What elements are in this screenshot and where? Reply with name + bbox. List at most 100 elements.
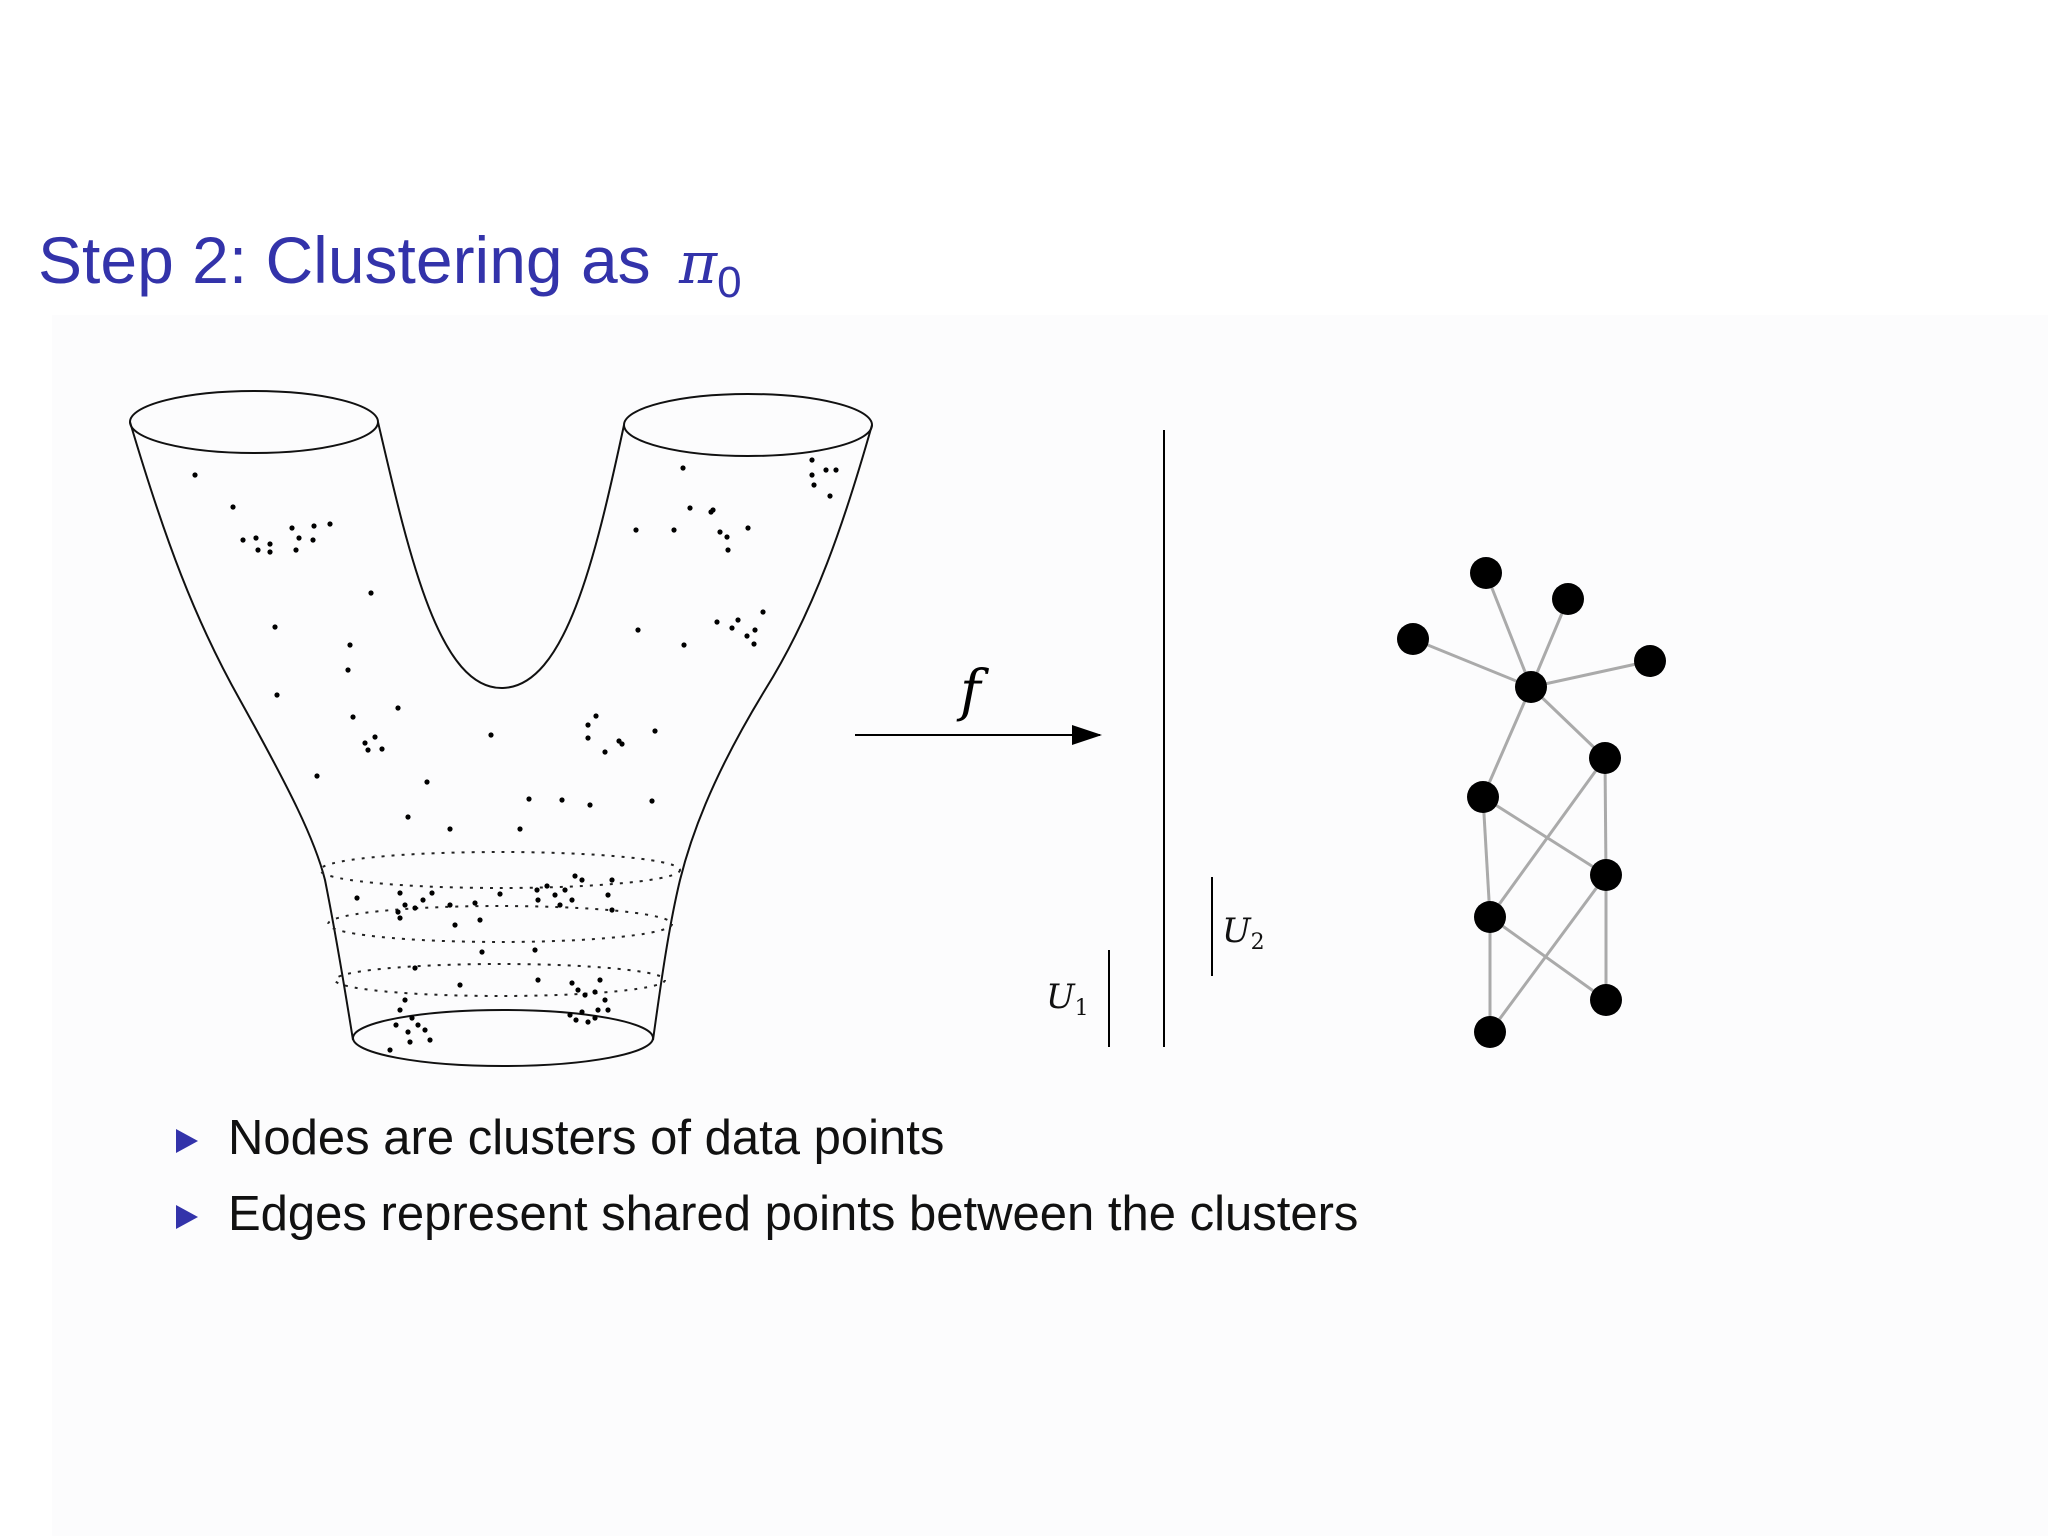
graph-edge: [1481, 796, 1492, 918]
data-point: [240, 537, 246, 543]
data-point: [526, 796, 532, 802]
data-point: [447, 902, 453, 908]
data-point: [296, 535, 302, 541]
data-point: [311, 523, 317, 529]
data-point: [535, 897, 541, 903]
data-point: [397, 915, 403, 921]
bullet-text: Nodes are clusters of data points: [228, 1111, 945, 1165]
data-point: [347, 642, 353, 648]
data-point: [472, 900, 478, 906]
data-point: [680, 465, 686, 471]
data-point: [579, 877, 585, 883]
data-point: [412, 965, 418, 971]
data-point: [592, 989, 598, 995]
bullet-marker-icon: [176, 1205, 198, 1229]
data-point: [397, 1007, 403, 1013]
graph-edge: [1603, 757, 1608, 876]
bullet-item: Edges represent shared points between th…: [172, 1186, 1358, 1262]
data-point: [687, 505, 693, 511]
data-point: [809, 457, 815, 463]
graph-node: [1467, 781, 1499, 813]
data-point: [714, 619, 720, 625]
data-point: [429, 890, 435, 896]
bullet-item: Nodes are clusters of data points: [172, 1110, 1358, 1186]
data-point: [350, 714, 356, 720]
title-subscript: 0: [717, 258, 742, 307]
data-point: [415, 1022, 421, 1028]
data-point: [255, 547, 261, 553]
graph-edge: [1488, 757, 1607, 918]
data-point: [609, 877, 615, 883]
graph-edge: [1529, 685, 1607, 760]
data-point: [579, 1009, 585, 1015]
data-point: [422, 1027, 428, 1033]
graph-node: [1515, 671, 1547, 703]
data-point: [595, 1007, 601, 1013]
data-point: [372, 734, 378, 740]
data-point: [409, 1015, 415, 1021]
data-point: [760, 609, 766, 615]
data-point: [710, 507, 716, 513]
data-point: [597, 977, 603, 983]
data-point: [649, 798, 655, 804]
data-point: [735, 617, 741, 623]
slice-1: [319, 851, 681, 889]
data-point: [424, 779, 430, 785]
slice-3: [334, 963, 666, 997]
interval-u1-label: U1: [1046, 977, 1089, 1021]
data-point: [573, 1017, 579, 1023]
bottom-opening: [352, 1009, 654, 1067]
data-point: [729, 625, 735, 631]
slide-title: Step 2: Clustering as π0: [38, 222, 742, 308]
data-point: [253, 535, 259, 541]
right-top-opening: [623, 393, 873, 457]
graph-node: [1397, 623, 1429, 655]
data-point: [752, 627, 758, 633]
data-point: [379, 746, 385, 752]
graph-node: [1552, 583, 1584, 615]
data-point: [327, 521, 333, 527]
surface-outline-right: [652, 424, 873, 1041]
data-point: [447, 826, 453, 832]
graph-edge: [1488, 874, 1608, 1033]
bullet-text: Edges represent shared points between th…: [228, 1187, 1359, 1241]
graph-node: [1590, 859, 1622, 891]
graph-node: [1474, 1016, 1506, 1048]
data-point: [289, 525, 295, 531]
data-point: [457, 982, 463, 988]
data-point: [681, 642, 687, 648]
data-point: [427, 1037, 433, 1043]
data-point: [192, 472, 198, 478]
data-point: [477, 917, 483, 923]
data-point: [267, 549, 273, 555]
data-point: [497, 891, 503, 897]
data-point: [534, 887, 540, 893]
data-point: [557, 902, 563, 908]
data-point: [405, 814, 411, 820]
data-point: [635, 627, 641, 633]
graph-edge: [1530, 659, 1651, 689]
graph-node: [1634, 645, 1666, 677]
data-point: [585, 735, 591, 741]
graph-node: [1589, 742, 1621, 774]
data-point: [671, 527, 677, 533]
data-point: [587, 802, 593, 808]
data-point: [833, 467, 839, 473]
y-shaped-surface: [129, 390, 873, 1067]
data-point: [365, 747, 371, 753]
data-point: [593, 713, 599, 719]
data-point: [393, 1022, 399, 1028]
data-point: [535, 977, 541, 983]
data-point: [395, 909, 401, 915]
data-point: [809, 472, 815, 478]
data-point: [605, 1007, 611, 1013]
data-points: [192, 457, 839, 1053]
data-point: [272, 624, 278, 630]
data-point: [405, 1029, 411, 1035]
data-point: [397, 890, 403, 896]
data-point: [582, 992, 588, 998]
surface-outline-left: [129, 421, 354, 1041]
data-point: [293, 547, 299, 553]
data-point: [569, 980, 575, 986]
